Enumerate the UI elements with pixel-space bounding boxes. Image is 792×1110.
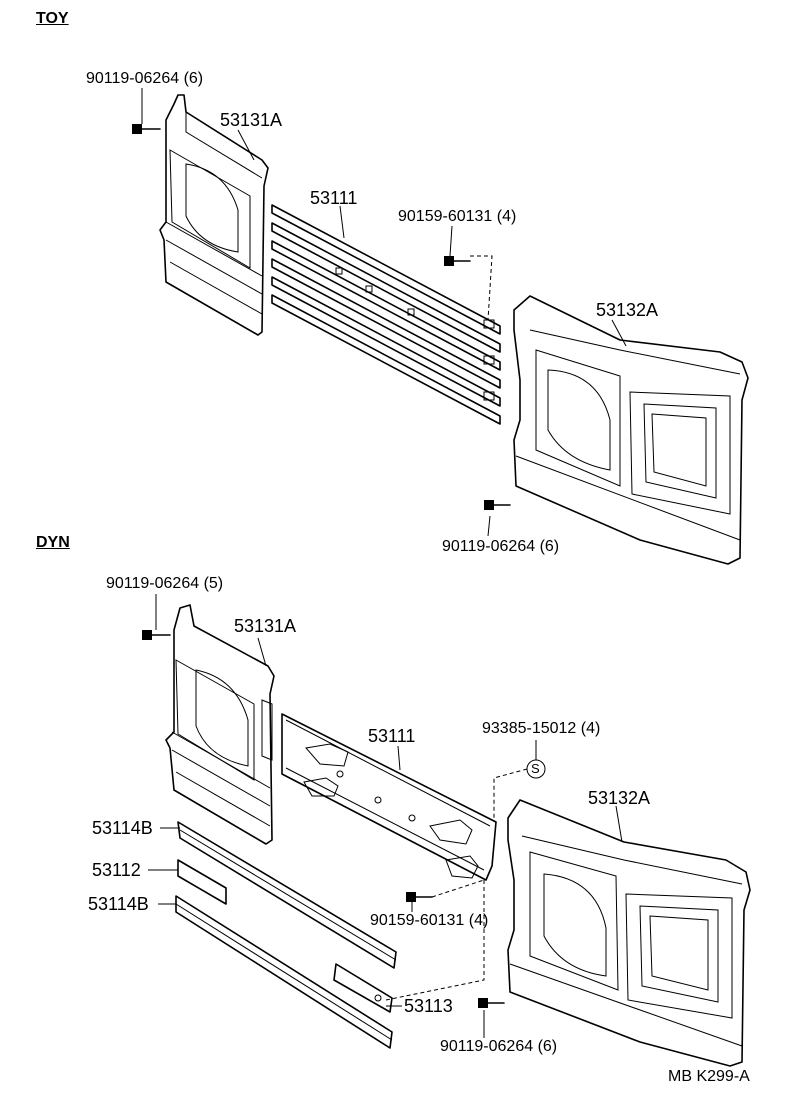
toy-screw-icon bbox=[444, 255, 493, 321]
dyn-leader-lines bbox=[148, 594, 623, 1038]
toy-grille-bars bbox=[271, 204, 501, 425]
label-toy-screw: 90159-60131 (4) bbox=[398, 208, 517, 225]
dyn-screw-icon bbox=[406, 892, 433, 902]
label-dyn-moulding-upper: 53114B bbox=[92, 818, 153, 838]
toy-bolt-top-icon bbox=[132, 124, 161, 134]
toy-right-headlamp-panel bbox=[513, 295, 749, 565]
dyn-grille-piece-53112 bbox=[177, 859, 227, 905]
toy-bolt-bottom-icon bbox=[484, 500, 511, 510]
label-dyn-bolt-bottom: 90119-06264 (6) bbox=[440, 1038, 558, 1055]
label-dyn-screw-s: 93385-15012 (4) bbox=[482, 720, 601, 737]
figure-code: MB K299-A bbox=[668, 1068, 750, 1085]
dyn-dashed-lines bbox=[385, 768, 528, 1001]
label-dyn-grille: 53111 bbox=[368, 726, 416, 746]
dyn-bolt-bottom-icon bbox=[478, 998, 505, 1008]
dyn-left-headlamp-panel bbox=[165, 604, 275, 845]
label-dyn-bracket: 53113 bbox=[404, 996, 453, 1016]
label-toy-bolt-top: 90119-06264 (6) bbox=[86, 70, 204, 87]
label-dyn-panel-right: 53132A bbox=[588, 788, 651, 808]
s-mark-letter: S bbox=[531, 761, 540, 776]
dyn-right-headlamp-panel bbox=[507, 799, 751, 1067]
label-dyn-panel-left: 53131A bbox=[234, 616, 297, 636]
label-dyn-screw: 90159-60131 (4) bbox=[370, 912, 489, 929]
section-title-dyn: DYN bbox=[36, 534, 70, 551]
dyn-moulding-lower bbox=[175, 895, 393, 1049]
toy-left-headlamp-panel bbox=[159, 94, 269, 336]
toy-leader-lines bbox=[141, 88, 627, 537]
label-dyn-bolt-top: 90119-06264 (5) bbox=[106, 575, 224, 592]
label-toy-panel-right: 53132A bbox=[596, 300, 659, 320]
dyn-grille-plate bbox=[281, 713, 497, 881]
dyn-bolt-top-icon bbox=[142, 630, 171, 640]
label-toy-bolt-bottom: 90119-06264 (6) bbox=[442, 538, 560, 555]
label-toy-panel-left: 53131A bbox=[220, 110, 283, 130]
dyn-bracket-53113 bbox=[333, 963, 393, 1013]
dyn-moulding-upper bbox=[177, 821, 397, 969]
label-dyn-grille-piece: 53112 bbox=[92, 860, 141, 880]
label-toy-grille: 53111 bbox=[310, 188, 358, 208]
label-dyn-moulding-lower: 53114B bbox=[88, 894, 149, 914]
section-title-toy: TOY bbox=[36, 10, 69, 27]
